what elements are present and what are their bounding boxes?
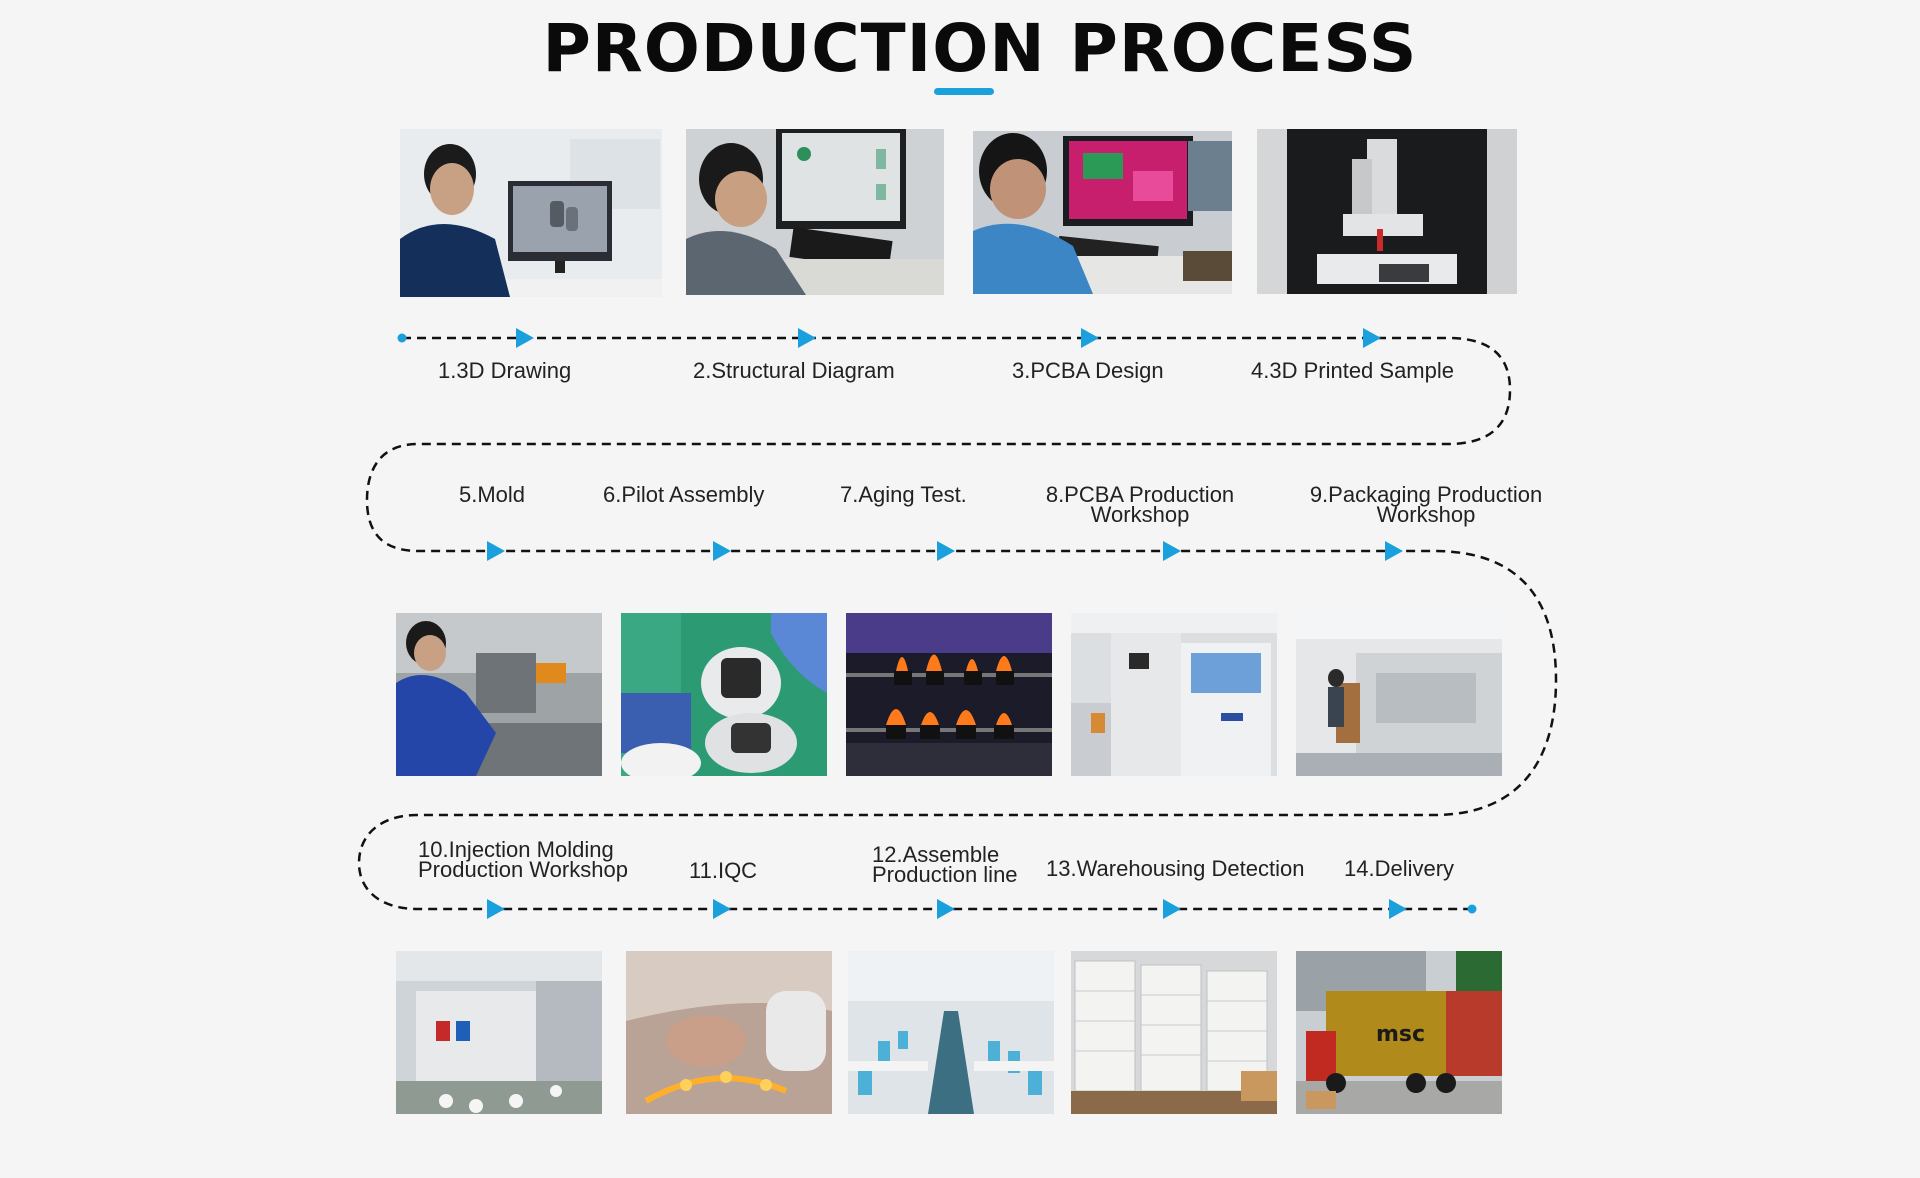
step-label-5: 5.Mold [459,482,526,507]
arrow-icon [487,541,505,561]
photo-3d-drawing [400,129,662,297]
step-label-10-line1: 10.Injection Molding [418,837,614,862]
photo-aging-test [846,613,1052,776]
route-arrows [487,328,1407,919]
arrow-icon [713,541,731,561]
step-label-12-line1: 12.Assemble [872,842,1000,867]
arrow-icon [1163,899,1181,919]
arrow-icon [1163,541,1181,561]
arrow-icon [1363,328,1381,348]
photo-pcba-design [973,131,1232,294]
photo-injection-molding [396,951,602,1114]
photo-delivery: msc [1296,951,1502,1114]
step-label-9-line2: Workshop [1376,502,1476,527]
step-label-11: 11.IQC [689,858,758,883]
photo-assemble-production-line [848,951,1054,1114]
step-label-12: 12.Assemble Production line [872,842,1018,887]
photo-packaging-production [1296,613,1502,776]
arrow-icon [798,328,816,348]
arrow-icon [937,541,955,561]
step-label-8-line2: Workshop [1090,502,1190,527]
step-label-9: 9.Packaging Production Workshop [1306,482,1546,527]
arrow-icon [487,899,505,919]
step-label-7: 7.Aging Test. [840,482,967,507]
photo-mold [396,613,602,776]
arrow-icon [1389,899,1407,919]
step-label-3: 3.PCBA Design [1012,358,1164,383]
arrow-icon [1081,328,1099,348]
route-row-1 [357,336,1558,911]
dashed-route [357,336,1558,911]
photo-iqc [626,951,832,1114]
step-label-10-line2: Production Workshop [418,857,628,882]
page-title: PRODUCTION PROCESS [542,10,1418,87]
step-label-8-line1: 8.PCBA Production [1045,482,1235,507]
step-label-6: 6.Pilot Assembly [603,482,765,507]
route-start-dot [397,333,407,343]
step-label-8: 8.PCBA Production Workshop [1040,482,1240,527]
route-end-dot [1467,904,1477,914]
arrow-icon [937,899,955,919]
step-label-14: 14.Delivery [1344,856,1455,881]
step-label-13: 13.Warehousing Detection [1046,856,1305,881]
step-label-2: 2.Structural Diagram [693,358,895,383]
svg-text:msc: msc [1376,1022,1425,1047]
step-label-4: 4.3D Printed Sample [1251,358,1454,383]
title-underline [934,88,994,95]
step-label-1: 1.3D Drawing [438,358,572,383]
photo-pilot-assembly [621,613,827,776]
arrow-icon [1385,541,1403,561]
arrow-icon [713,899,731,919]
step-label-9-line1: 9.Packaging Production [1309,482,1543,507]
photo-warehousing-detection [1071,951,1277,1114]
arrow-icon [516,328,534,348]
photo-structural-diagram [686,129,944,295]
photo-3d-printed-sample [1257,129,1517,294]
step-label-12-line2: Production line [872,862,1018,887]
step-label-10: 10.Injection Molding Production Workshop [418,837,628,882]
photo-pcba-production [1071,613,1277,776]
